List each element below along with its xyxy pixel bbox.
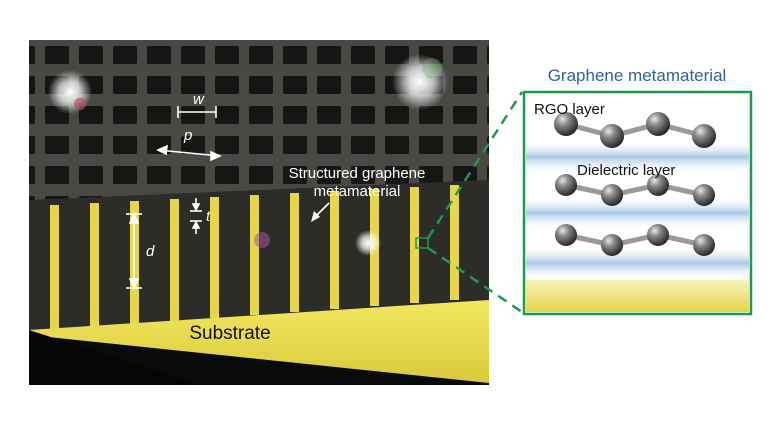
dielectric-band bbox=[526, 140, 749, 174]
zoom-panel bbox=[522, 90, 753, 316]
substrate-fin bbox=[170, 199, 179, 321]
glow-spot bbox=[74, 98, 86, 110]
dashed-connector-bottom bbox=[427, 246, 523, 314]
carbon-atom bbox=[600, 124, 624, 148]
glow-spot bbox=[48, 70, 92, 114]
substrate-fin bbox=[330, 191, 339, 309]
label-t: t bbox=[206, 208, 211, 225]
label-structured-line1: Structured graphene bbox=[289, 165, 426, 182]
carbon-atom bbox=[693, 184, 715, 206]
panel-substrate bbox=[526, 280, 749, 312]
substrate-fin bbox=[450, 185, 459, 300]
carbon-atom bbox=[647, 174, 669, 196]
substrate-fin bbox=[90, 203, 99, 327]
carbon-atom bbox=[601, 184, 623, 206]
dimension-w bbox=[177, 106, 217, 118]
carbon-atom bbox=[647, 224, 669, 246]
substrate-fin bbox=[210, 197, 219, 318]
carbon-atom bbox=[601, 234, 623, 256]
label-rgo-layer: RGO layer bbox=[534, 101, 605, 118]
carbon-atom bbox=[555, 224, 577, 246]
glow-spot bbox=[422, 58, 442, 78]
zoom-panel-frame bbox=[522, 90, 753, 316]
dielectric-band bbox=[526, 196, 749, 230]
carbon-atom bbox=[554, 112, 578, 136]
dimension-d bbox=[126, 212, 142, 290]
substrate-fin bbox=[410, 187, 419, 303]
carbon-atom bbox=[646, 112, 670, 136]
label-d: d bbox=[146, 243, 155, 260]
label-p: p bbox=[183, 127, 192, 144]
substrate-fin bbox=[50, 205, 59, 330]
label-dielectric-layer: Dielectric layer bbox=[577, 162, 675, 179]
dimension-p bbox=[156, 144, 222, 162]
zoom-marker bbox=[415, 237, 429, 249]
label-structured-line2: metamaterial bbox=[314, 183, 401, 200]
rgo-chains bbox=[554, 112, 716, 256]
label-w: w bbox=[193, 91, 205, 108]
dashed-connector-top bbox=[426, 91, 524, 239]
carbon-atom bbox=[692, 124, 716, 148]
pointer-arrow bbox=[311, 202, 330, 222]
carbon-atom bbox=[693, 234, 715, 256]
glow-spot bbox=[254, 232, 270, 248]
label-substrate: Substrate bbox=[189, 323, 270, 344]
glow-spot bbox=[392, 54, 448, 110]
glow-spot bbox=[355, 230, 381, 256]
substrate-fin bbox=[290, 193, 299, 312]
panel-title: Graphene metamaterial bbox=[548, 66, 727, 85]
carbon-atom bbox=[555, 174, 577, 196]
substrate-fin bbox=[250, 195, 259, 315]
dimension-t bbox=[190, 198, 202, 234]
dielectric-band bbox=[526, 246, 749, 280]
